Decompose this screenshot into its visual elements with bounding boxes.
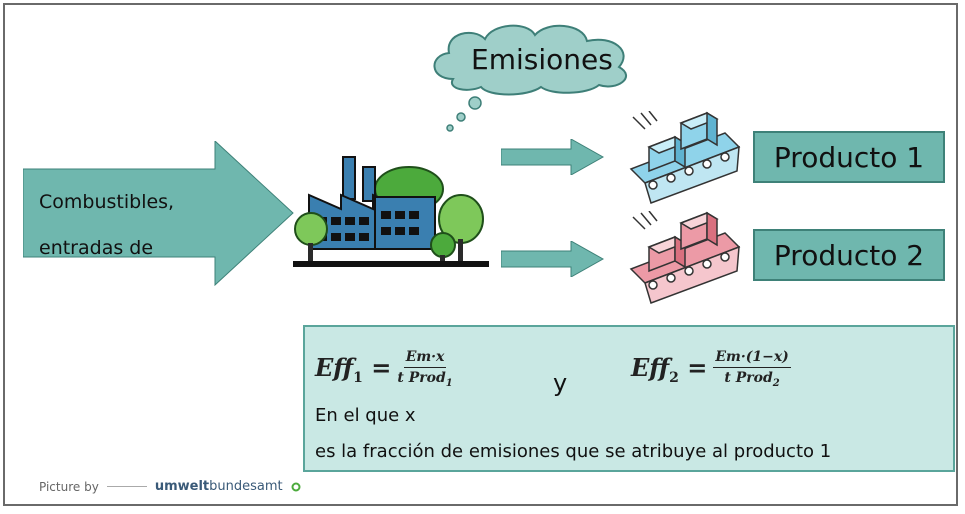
eff1-lhs: Eff: [315, 352, 354, 382]
eff1-den-sub: 1: [445, 377, 453, 389]
diagram-frame: Emisiones Combustibles, entradas de: [3, 3, 958, 506]
emissions-label: Emisiones: [471, 43, 613, 76]
factory-icon: [293, 156, 489, 267]
credit-prefix: Picture by: [39, 479, 99, 494]
explanation-line1: En el que x: [315, 405, 416, 426]
eff2-sub: 2: [669, 369, 679, 386]
arrow-to-product-1: [501, 139, 605, 175]
thought-bubbles: [446, 96, 482, 132]
emissions-cloud: [433, 24, 627, 96]
conveyor-product-1-icon: [629, 111, 741, 204]
product-2-box: Producto 2: [753, 229, 945, 281]
eff1-numerator: Em·x: [403, 349, 447, 368]
eff2-den-sub: 2: [772, 377, 780, 389]
input-arrow: [23, 141, 294, 286]
eff1-denominator: t Prod: [397, 370, 446, 386]
credit-logo: umweltbundesamt: [155, 479, 283, 494]
conveyor-product-2-icon: [629, 211, 741, 304]
logo-mark-icon: [291, 482, 301, 491]
product-1-box: Producto 1: [753, 131, 945, 183]
picture-credit: Picture by umweltbundesamt: [39, 479, 301, 494]
formula-connector: y: [553, 369, 568, 397]
eff1-sub: 1: [353, 369, 363, 386]
credit-rule: [106, 486, 147, 487]
formula-eff1: Eff1 = Em·x t Prod1: [315, 349, 453, 389]
input-label-line1: Combustibles,: [39, 191, 175, 213]
arrow-to-product-2: [501, 241, 605, 277]
credit-brand: umwelt: [154, 479, 210, 494]
eff2-numerator: Em·(1−x): [713, 349, 791, 368]
formula-box: Eff1 = Em·x t Prod1 y Eff2 = Em·(1−x) t …: [303, 325, 955, 472]
credit-brand-rest: bundesamt: [209, 479, 283, 494]
eff2-denominator: t Prod: [724, 370, 773, 386]
formula-eff2: Eff2 = Em·(1−x) t Prod2: [631, 349, 791, 389]
input-label-line2: entradas de: [39, 237, 154, 259]
eff2-lhs: Eff: [631, 352, 670, 382]
explanation-line2: es la fracción de emisiones que se atrib…: [315, 441, 832, 462]
